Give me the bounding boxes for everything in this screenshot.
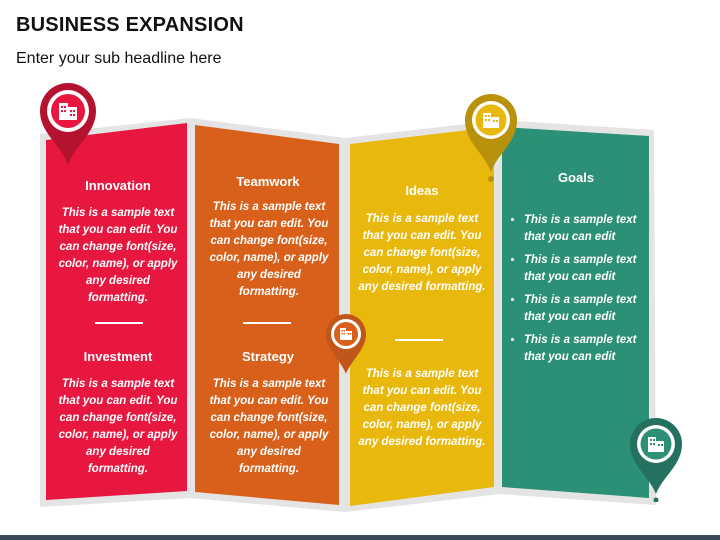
building-icon xyxy=(340,328,352,340)
yellow-text-top: This is a sample text that you can edit.… xyxy=(358,213,486,293)
yellow-text-bottom: This is a sample text that you can edit.… xyxy=(358,368,486,448)
building-icon xyxy=(483,113,499,128)
bottom-bar xyxy=(0,535,720,540)
panel-yellow xyxy=(350,127,494,506)
location-pin-red xyxy=(40,83,96,165)
panel-orange xyxy=(195,125,339,505)
yellow-divider xyxy=(395,339,443,341)
location-pin-yellow xyxy=(465,94,517,182)
panel-green xyxy=(502,127,649,498)
heading-goals: Goals xyxy=(557,170,595,185)
list-item: This is a sample text that you can edit xyxy=(524,332,654,366)
location-pin-orange xyxy=(326,314,366,374)
heading-ideas: Ideas xyxy=(405,183,439,198)
page-subtitle: Enter your sub headline here xyxy=(16,50,222,67)
list-item: This is a sample text that you can edit xyxy=(524,292,654,326)
heading-teamwork: Teamwork xyxy=(236,174,300,189)
building-icon xyxy=(648,437,664,452)
orange-divider xyxy=(243,322,291,324)
list-item: This is a sample text that you can edit xyxy=(524,212,654,246)
orange-text-bottom: This is a sample text that you can edit.… xyxy=(209,378,329,475)
goals-bullet-list: This is a sample text that you can edit … xyxy=(510,212,654,372)
red-text-bottom: This is a sample text that you can edit.… xyxy=(58,378,178,475)
building-icon xyxy=(59,103,77,120)
list-item: This is a sample text that you can edit xyxy=(524,252,654,286)
heading-investment: Investment xyxy=(83,349,153,364)
red-text-top: This is a sample text that you can edit.… xyxy=(58,207,178,304)
orange-text-top: This is a sample text that you can edit.… xyxy=(209,201,329,298)
red-divider xyxy=(95,322,143,324)
heading-strategy: Strategy xyxy=(241,349,295,364)
heading-innovation: Innovation xyxy=(85,178,151,193)
page-title: BUSINESS EXPANSION xyxy=(16,14,244,36)
panel-red xyxy=(46,123,187,500)
location-pin-green xyxy=(630,418,682,502)
